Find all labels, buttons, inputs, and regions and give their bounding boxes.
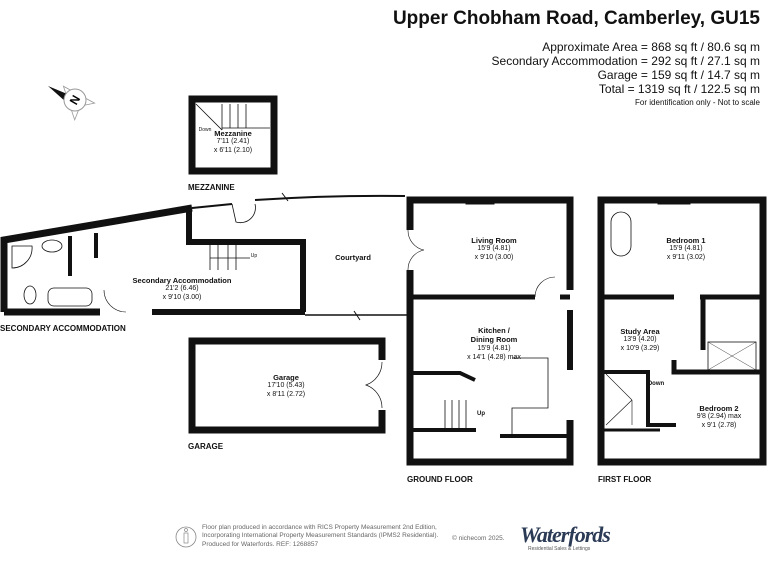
- stair-label-up: Up: [250, 253, 258, 259]
- property-title: Upper Chobham Road, Camberley, GU15: [392, 8, 760, 29]
- waterfords-logo: Waterfords: [520, 522, 611, 547]
- logo-tagline: Residential Sales & Lettings: [528, 546, 591, 552]
- floor-label-ground: GROUND FLOOR: [407, 475, 473, 484]
- area-secondary: Secondary Accommodation = 292 sq ft / 27…: [491, 54, 760, 68]
- copyright: © nichecom 2025.: [452, 535, 505, 542]
- floor-label-mezzanine: MEZZANINE: [188, 183, 235, 192]
- compass-icon: N: [48, 85, 96, 122]
- floor-label-garage: GARAGE: [188, 442, 224, 451]
- floor-label-first: FIRST FLOOR: [598, 475, 652, 484]
- garage-plan: [188, 337, 386, 434]
- identification-note: For identification only - Not to scale: [635, 98, 760, 107]
- room-courtyard: Courtyard: [335, 253, 371, 262]
- courtyard-plan: [191, 192, 408, 321]
- first-floor-plan: [597, 196, 767, 466]
- floor-label-secondary: SECONDARY ACCOMMODATION: [0, 324, 126, 333]
- footer-disclaimer: Floor plan produced in accordance with R…: [202, 524, 439, 548]
- mezzanine-plan: [188, 95, 278, 175]
- secondary-accommodation-plan: [0, 204, 306, 316]
- area-total: Total = 1319 sq ft / 122.5 sq m: [598, 82, 760, 96]
- area-approx: Approximate Area = 868 sq ft / 80.6 sq m: [542, 40, 760, 54]
- stair-label-down: Down: [647, 381, 665, 387]
- stair-label-down: Down: [198, 127, 212, 133]
- stair-label-up: Up: [477, 411, 485, 417]
- area-garage: Garage = 159 sq ft / 14.7 sq m: [597, 68, 760, 82]
- ground-floor-plan: [406, 196, 574, 466]
